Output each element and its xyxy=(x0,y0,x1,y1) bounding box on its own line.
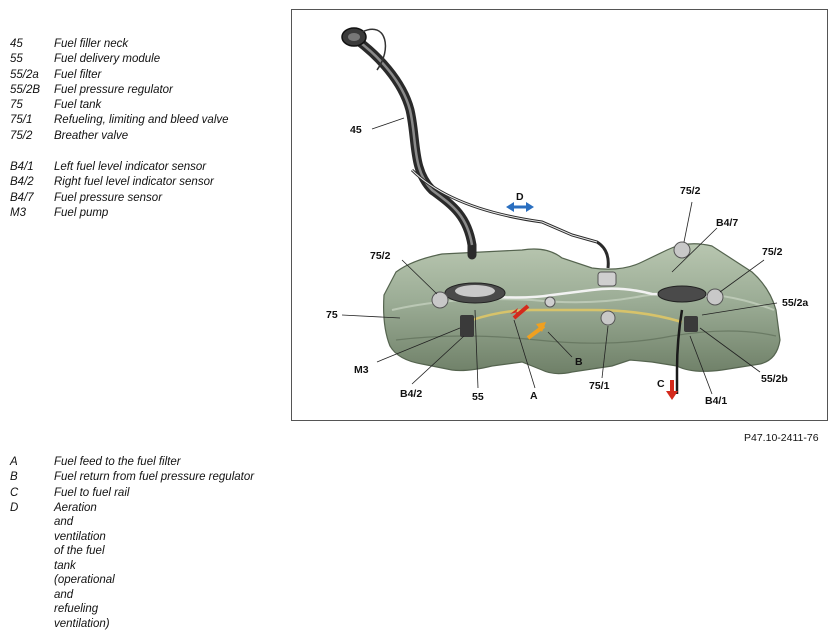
callout-b: B xyxy=(575,356,583,368)
legend-desc: Breather valve xyxy=(54,129,129,142)
leader-line xyxy=(701,302,778,316)
leader-line xyxy=(601,325,609,379)
leader-line xyxy=(689,335,713,395)
callout-75-2-right: 75/2 xyxy=(762,246,783,258)
callout-55-2a: 55/2a xyxy=(782,297,808,309)
legend-code: 75/1 xyxy=(10,114,33,127)
leader-line xyxy=(699,327,761,373)
pressure-sensor xyxy=(544,296,556,308)
fuel-system-illustration: 45 75/2 B4/7 75/2 75/2 55/2a 75 M3 B4/2 … xyxy=(326,27,808,407)
callout-a: A xyxy=(530,390,538,402)
legend-code: 55/2B xyxy=(10,83,41,96)
left-delivery-module-inner xyxy=(455,285,495,297)
legend-desc: Fuel feed to the fuel filter xyxy=(54,456,181,468)
fuel-line-to-rail xyxy=(675,309,684,394)
legend-desc: Fuel to fuel rail xyxy=(54,486,130,499)
legend-desc: Fuel pressure sensor xyxy=(54,191,163,204)
leader-lines xyxy=(341,117,778,395)
fuel-pressure-regulator xyxy=(597,271,617,287)
callout-m3: M3 xyxy=(354,364,369,376)
leader-line xyxy=(671,227,718,273)
leader-line xyxy=(474,309,479,389)
callout-55: 55 xyxy=(472,391,484,403)
fuel-tank-body xyxy=(383,243,781,375)
leader-line xyxy=(371,117,405,130)
figure-code: P47.10-2411-76 xyxy=(744,432,819,444)
leader-line xyxy=(513,319,536,389)
callout-75: 75 xyxy=(326,309,338,321)
flow-arrow-d-icon xyxy=(506,202,514,212)
callout-d: D xyxy=(516,191,524,203)
leader-line xyxy=(376,327,461,363)
leader-line xyxy=(719,259,765,293)
legend-code: B4/7 xyxy=(10,191,34,204)
callout-75-1: 75/1 xyxy=(589,380,610,392)
legend-code: B4/2 xyxy=(10,176,34,189)
legend-code: B4/1 xyxy=(10,161,34,173)
callout-b4-2: B4/2 xyxy=(400,388,422,400)
legend-desc: Fuel delivery module xyxy=(54,53,161,66)
legend-desc: Fuel filler neck xyxy=(54,38,129,50)
flow-arrow-b-icon xyxy=(536,322,546,332)
legend-code: 75/2 xyxy=(10,129,33,142)
legend-desc: Fuel return from fuel pressure regulator xyxy=(54,471,255,484)
leader-line xyxy=(341,314,401,319)
legend-desc: Aeration and ventilation of the fuel tan… xyxy=(54,501,115,630)
breather-valve-left xyxy=(431,291,449,309)
fuel-line-yellow xyxy=(471,308,683,324)
callout-c: C xyxy=(657,378,665,390)
fuel-filter xyxy=(684,316,698,332)
legend-code: B xyxy=(10,471,18,484)
flow-arrow-c-icon xyxy=(666,391,678,400)
breather-valve-top xyxy=(673,241,691,259)
right-delivery-module xyxy=(657,285,707,303)
callout-55-2b: 55/2b xyxy=(761,373,788,385)
legend-desc: Fuel pump xyxy=(54,206,109,219)
fuel-pump xyxy=(460,315,474,337)
legend-desc: Fuel tank xyxy=(54,99,102,112)
legend-code: C xyxy=(10,486,19,499)
leader-line xyxy=(683,201,693,243)
legend-desc: Fuel pressure regulator xyxy=(54,83,173,96)
callout-75-2-left: 75/2 xyxy=(370,250,391,262)
legend-desc: Right fuel level indicator sensor xyxy=(54,176,214,189)
callout-b4-7: B4/7 xyxy=(716,217,738,229)
filler-neck-highlight xyxy=(356,39,474,246)
leader-line xyxy=(547,331,573,358)
callout-45: 45 xyxy=(350,124,362,136)
ventilation-line xyxy=(411,169,598,243)
legend-code: M3 xyxy=(10,206,26,219)
filler-cap-opening xyxy=(348,33,360,41)
leader-line xyxy=(411,335,465,385)
legend-desc: Refueling, limiting and bleed valve xyxy=(54,114,229,127)
filler-tether xyxy=(361,28,387,71)
refueling-limiting-valve xyxy=(600,310,616,326)
legend-code: 55 xyxy=(10,53,23,66)
flow-arrow-d-icon xyxy=(526,202,534,212)
legend-code: 75 xyxy=(10,99,23,112)
fuel-system-diagram: 45 75/2 B4/7 75/2 75/2 55/2a 75 M3 B4/2 … xyxy=(291,9,828,421)
breather-valve-right xyxy=(706,288,724,306)
leader-line xyxy=(401,259,438,295)
legend-code: D xyxy=(10,501,19,514)
legend-desc: Fuel filter xyxy=(54,68,102,81)
legend-code: 55/2a xyxy=(10,68,39,81)
legend-code: A xyxy=(10,456,18,468)
legend-desc: Left fuel level indicator sensor xyxy=(54,161,207,173)
callout-75-2-top: 75/2 xyxy=(680,185,701,197)
flow-arrow-a-icon xyxy=(512,304,530,320)
callout-b4-1: B4/1 xyxy=(705,395,727,407)
legend-code: 45 xyxy=(10,38,23,50)
